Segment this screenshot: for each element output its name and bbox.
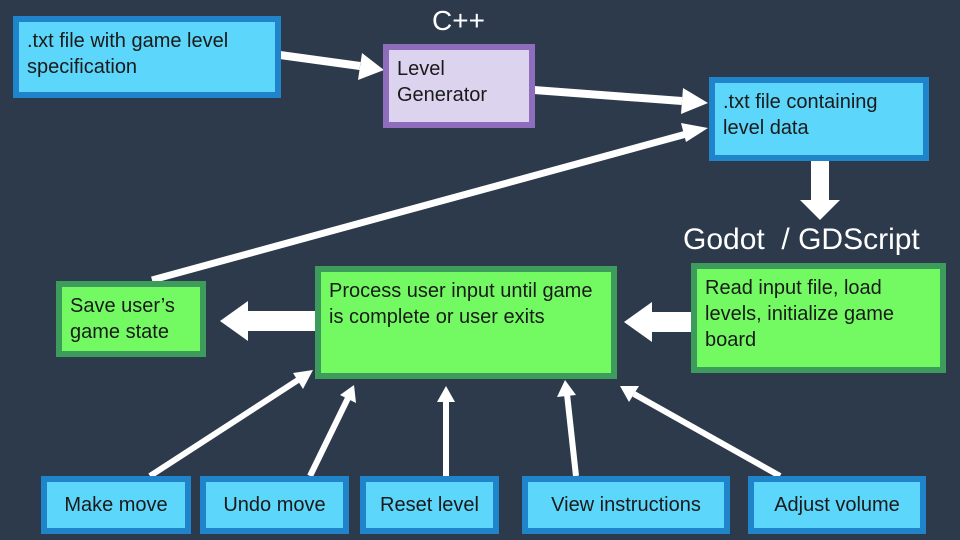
view-instructions-box: View instructions bbox=[522, 476, 730, 534]
arrow-instructions-to-process-head bbox=[557, 380, 576, 397]
reset-level-text: Reset level bbox=[380, 494, 479, 516]
level-data-box: .txt file containing level data bbox=[709, 77, 929, 161]
arrow-readinput-to-process bbox=[650, 312, 692, 332]
save-state-text: Save user’s game state bbox=[70, 295, 175, 343]
arrow-reset-to-process-head bbox=[437, 386, 455, 402]
arrow-generator-to-leveldata bbox=[533, 86, 683, 105]
spec-file-text: .txt file with game level specification bbox=[27, 30, 229, 78]
undo-move-text: Undo move bbox=[223, 494, 326, 516]
arrow-leveldata-to-readinput bbox=[811, 160, 829, 202]
godot-gdscript-label: Godot / GDScript bbox=[683, 223, 920, 256]
arrow-makemove-to-process-head bbox=[293, 370, 313, 389]
arrow-spec-to-generator bbox=[279, 51, 361, 70]
read-input-box: Read input file, load levels, initialize… bbox=[691, 263, 946, 373]
arrow-volume-to-process-head bbox=[620, 386, 639, 402]
arrow-volume-to-process bbox=[632, 391, 782, 479]
arrow-save-to-leveldata-head bbox=[681, 123, 708, 142]
read-input-text: Read input file, load levels, initialize… bbox=[705, 277, 894, 351]
cpp-label: C++ bbox=[432, 5, 485, 36]
spec-file-box: .txt file with game level specification bbox=[13, 16, 281, 98]
arrow-undomove-to-process-head bbox=[340, 385, 356, 403]
process-input-box: Process user input until game is complet… bbox=[315, 266, 617, 379]
arrow-process-to-save-head bbox=[220, 301, 248, 341]
undo-move-box: Undo move bbox=[200, 476, 349, 534]
arrow-generator-to-leveldata-head bbox=[681, 88, 708, 114]
make-move-text: Make move bbox=[64, 494, 168, 516]
reset-level-box: Reset level bbox=[360, 476, 499, 534]
arrow-instructions-to-process bbox=[564, 393, 579, 477]
make-move-box: Make move bbox=[41, 476, 191, 534]
arrow-makemove-to-process bbox=[148, 377, 300, 479]
arrow-save-to-leveldata bbox=[151, 129, 691, 284]
arrow-spec-to-generator-head bbox=[358, 53, 384, 80]
arrow-readinput-to-process-head bbox=[624, 302, 652, 342]
process-input-text: Process user input until game is complet… bbox=[329, 280, 593, 328]
adjust-volume-box: Adjust volume bbox=[748, 476, 926, 534]
view-instructions-text: View instructions bbox=[551, 494, 701, 516]
level-generator-text: Level Generator bbox=[397, 58, 488, 106]
level-generator-box: Level Generator bbox=[383, 44, 535, 128]
arrow-leveldata-to-readinput-head bbox=[800, 200, 840, 220]
arrow-undomove-to-process bbox=[307, 396, 351, 478]
adjust-volume-text: Adjust volume bbox=[774, 494, 900, 516]
save-state-box: Save user’s game state bbox=[56, 281, 206, 357]
level-data-text: .txt file containing level data bbox=[723, 91, 878, 139]
arrow-process-to-save bbox=[246, 311, 316, 331]
